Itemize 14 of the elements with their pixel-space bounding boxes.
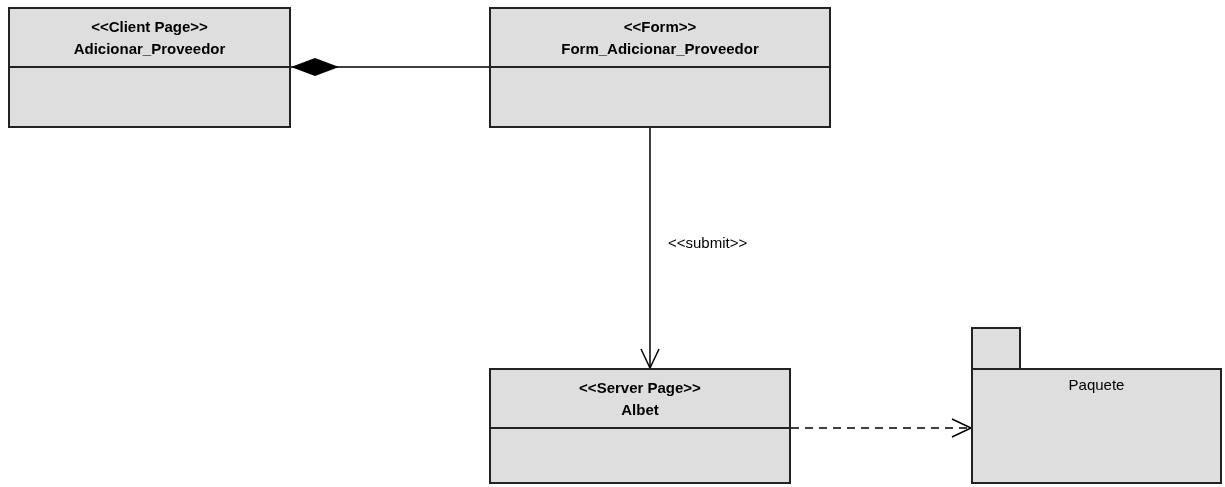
package-box	[971, 368, 1222, 484]
arrow	[640, 127, 660, 369]
class-box	[489, 368, 791, 484]
class-name: Adicionar_Proveedor	[73, 38, 226, 59]
class-name: Albet	[621, 399, 659, 420]
dependency-arrow	[790, 418, 972, 438]
package-name: Paquete	[1068, 375, 1125, 395]
stereotype-label: <<Client Page>>	[91, 16, 208, 37]
class-name: Form_Adicionar_Proveedor	[561, 38, 759, 59]
class-box	[489, 7, 831, 128]
composition-line	[290, 58, 490, 76]
stereotype-label: <<Form>>	[623, 16, 697, 37]
class-box	[8, 7, 291, 128]
stereotype-label: <<Server Page>>	[579, 377, 701, 398]
